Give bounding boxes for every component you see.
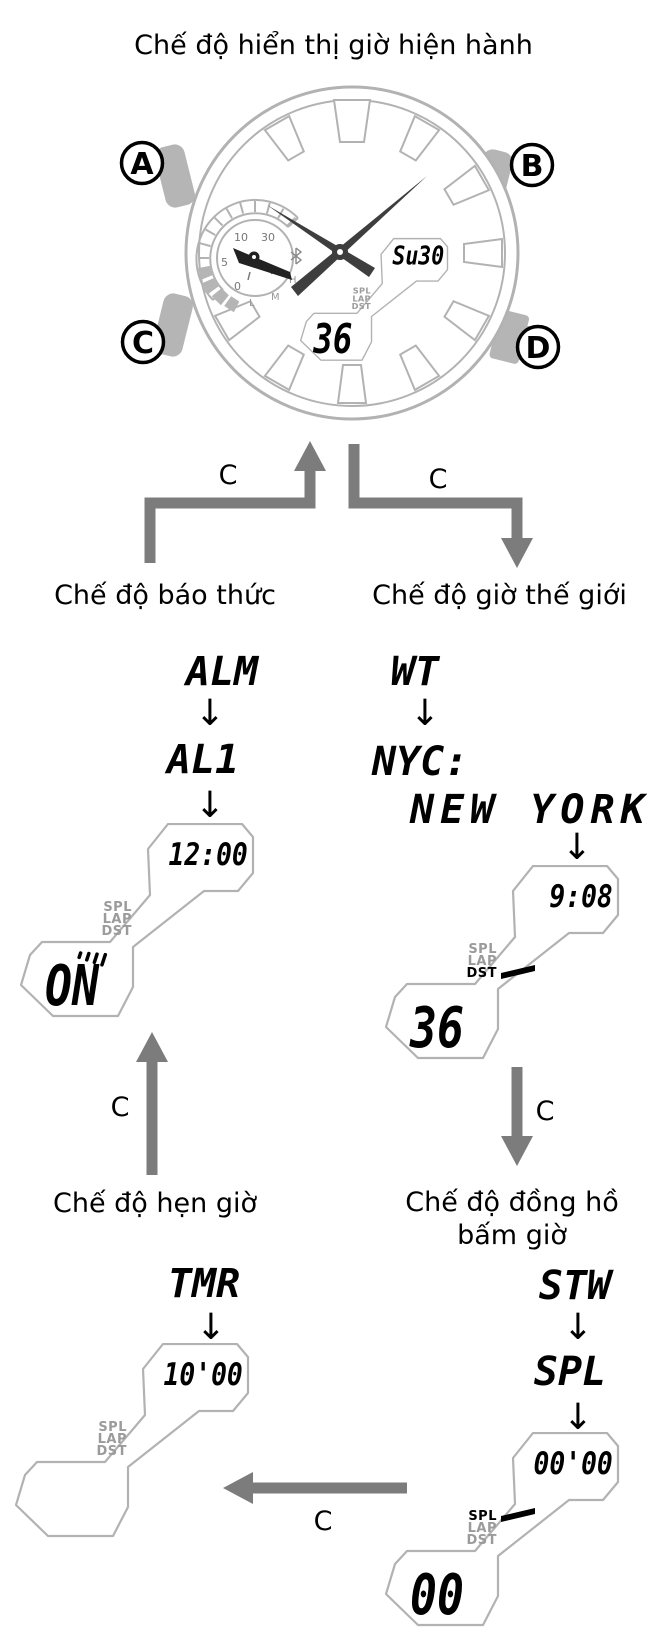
button-d: D [515, 324, 561, 370]
stopwatch-indicator-dst: DST [466, 1533, 497, 1548]
lcd-seconds: 36 [313, 316, 353, 363]
world-time-value: 9:08 [549, 878, 612, 915]
watch-lcd-display: Su30 SPL LAP DST 36 [299, 237, 449, 363]
subdial-scale-5: 5 [221, 256, 228, 269]
button-b: B [509, 142, 555, 188]
step-new-york: NEW YORK [410, 787, 651, 833]
step-alm: ALM [185, 649, 259, 695]
minute-hand [291, 176, 427, 296]
alarm-indicator-lap: LAP [103, 912, 132, 927]
stopwatch-time: 00'00 [534, 1445, 613, 1482]
hour-markers [213, 99, 503, 404]
pusher-top-left [155, 144, 195, 208]
button-d-label: D [526, 331, 551, 366]
mode-title-world-time: Chế độ giờ thế giới [372, 580, 627, 611]
button-c: C [120, 319, 166, 365]
subdial-scale-0: 0 [234, 280, 241, 293]
press-c-label-stopwatch-down: C [535, 1096, 555, 1127]
lcd-indicator-spl: SPL [353, 286, 372, 296]
subdial-scale-10: 10 [234, 231, 248, 244]
world-seconds: 36 [409, 995, 464, 1060]
press-c-label-bottom: C [313, 1506, 333, 1537]
stopwatch-display-panel: 00'00 SPL LAP DST 00 [385, 1432, 620, 1627]
world-time-display-panel: 9:08 SPL LAP DST 36 [385, 865, 620, 1060]
press-c-label-world: C [428, 464, 448, 495]
subdial: 10 30 5 0 L M H [216, 219, 303, 309]
world-indicator-spl: SPL [468, 942, 497, 957]
arrow-stopwatch-to-timer [223, 1472, 407, 1504]
down-arrow-icon: ↓ [194, 785, 226, 826]
step-stw: STW [538, 1263, 612, 1309]
mode-title-stopwatch: Chế độ đồng hồ bấm giờ [357, 1186, 667, 1252]
mode-title-timer: Chế độ hẹn giờ [53, 1188, 257, 1219]
watch-illustration: 10 30 5 0 L M H Su30 SPL LAP DST 36 [119, 85, 561, 421]
down-arrow-icon: ↓ [194, 693, 226, 734]
press-c-label-timer-up: C [110, 1092, 130, 1123]
page-title: Chế độ hiển thị giờ hiện hành [134, 30, 533, 61]
gauge-ticks [198, 201, 297, 259]
mode-title-stopwatch-line2: bấm giờ [457, 1220, 567, 1251]
button-a-label: A [130, 147, 154, 182]
subdial-scale-30: 30 [261, 231, 275, 244]
world-indicator-lap: LAP [468, 954, 497, 969]
timer-indicator-spl: SPL [98, 1420, 127, 1435]
gauge-blocks [197, 265, 240, 313]
down-arrow-icon: ↓ [409, 693, 441, 734]
alarm-time: 12:00 [169, 836, 248, 873]
step-spl: SPL [533, 1349, 607, 1395]
hour-hand [267, 205, 375, 277]
lcd-day: Su30 [392, 241, 444, 271]
lcd-indicator-dst: DST [352, 301, 371, 311]
mode-title-alarm: Chế độ báo thức [54, 580, 276, 611]
stopwatch-seconds: 00 [410, 1562, 464, 1627]
stopwatch-spl-marker [501, 1508, 535, 1522]
button-a: A [119, 140, 165, 186]
stopwatch-indicator-spl: SPL [468, 1509, 497, 1524]
stopwatch-indicator-lap: LAP [468, 1521, 497, 1536]
press-c-label-alarm: C [218, 460, 238, 491]
alarm-display-panel: 12:00 SPL LAP DST ON [20, 823, 255, 1018]
bluetooth-icon [290, 247, 303, 265]
alarm-indicator-dst: DST [101, 924, 132, 939]
timer-indicator-dst: DST [96, 1444, 127, 1459]
step-tmr: TMR [167, 1261, 241, 1307]
timer-indicator-lap: LAP [98, 1432, 127, 1447]
down-arrow-icon: ↓ [561, 827, 593, 868]
down-arrow-icon: ↓ [562, 1397, 594, 1438]
step-nyc: NYC: [372, 739, 469, 785]
button-c-label: C [132, 326, 154, 361]
subdial-level-h: H [289, 275, 297, 286]
alarm-status: ON [45, 953, 100, 1018]
alarm-beep-icon [77, 951, 108, 967]
down-arrow-icon: ↓ [195, 1307, 227, 1348]
world-indicator-dst: DST [466, 966, 497, 981]
lcd-indicator-lap: LAP [352, 293, 371, 303]
branch-arrow-world-time [348, 444, 533, 568]
watch-hands [267, 176, 427, 296]
button-b-label: B [521, 149, 544, 184]
down-arrow-icon: ↓ [562, 1307, 594, 1348]
subdial-hand [233, 248, 292, 280]
timer-time: 10'00 [164, 1356, 243, 1393]
world-dst-marker [501, 965, 535, 979]
step-al1: AL1 [166, 737, 240, 783]
subdial-level-m: M [271, 292, 280, 303]
timer-display-panel: 10'00 SPL LAP DST [15, 1343, 250, 1538]
alarm-indicator-spl: SPL [103, 900, 132, 915]
mode-title-stopwatch-line1: Chế độ đồng hồ [405, 1187, 619, 1218]
subdial-level-l: L [249, 298, 255, 309]
step-wt: WT [390, 649, 440, 695]
